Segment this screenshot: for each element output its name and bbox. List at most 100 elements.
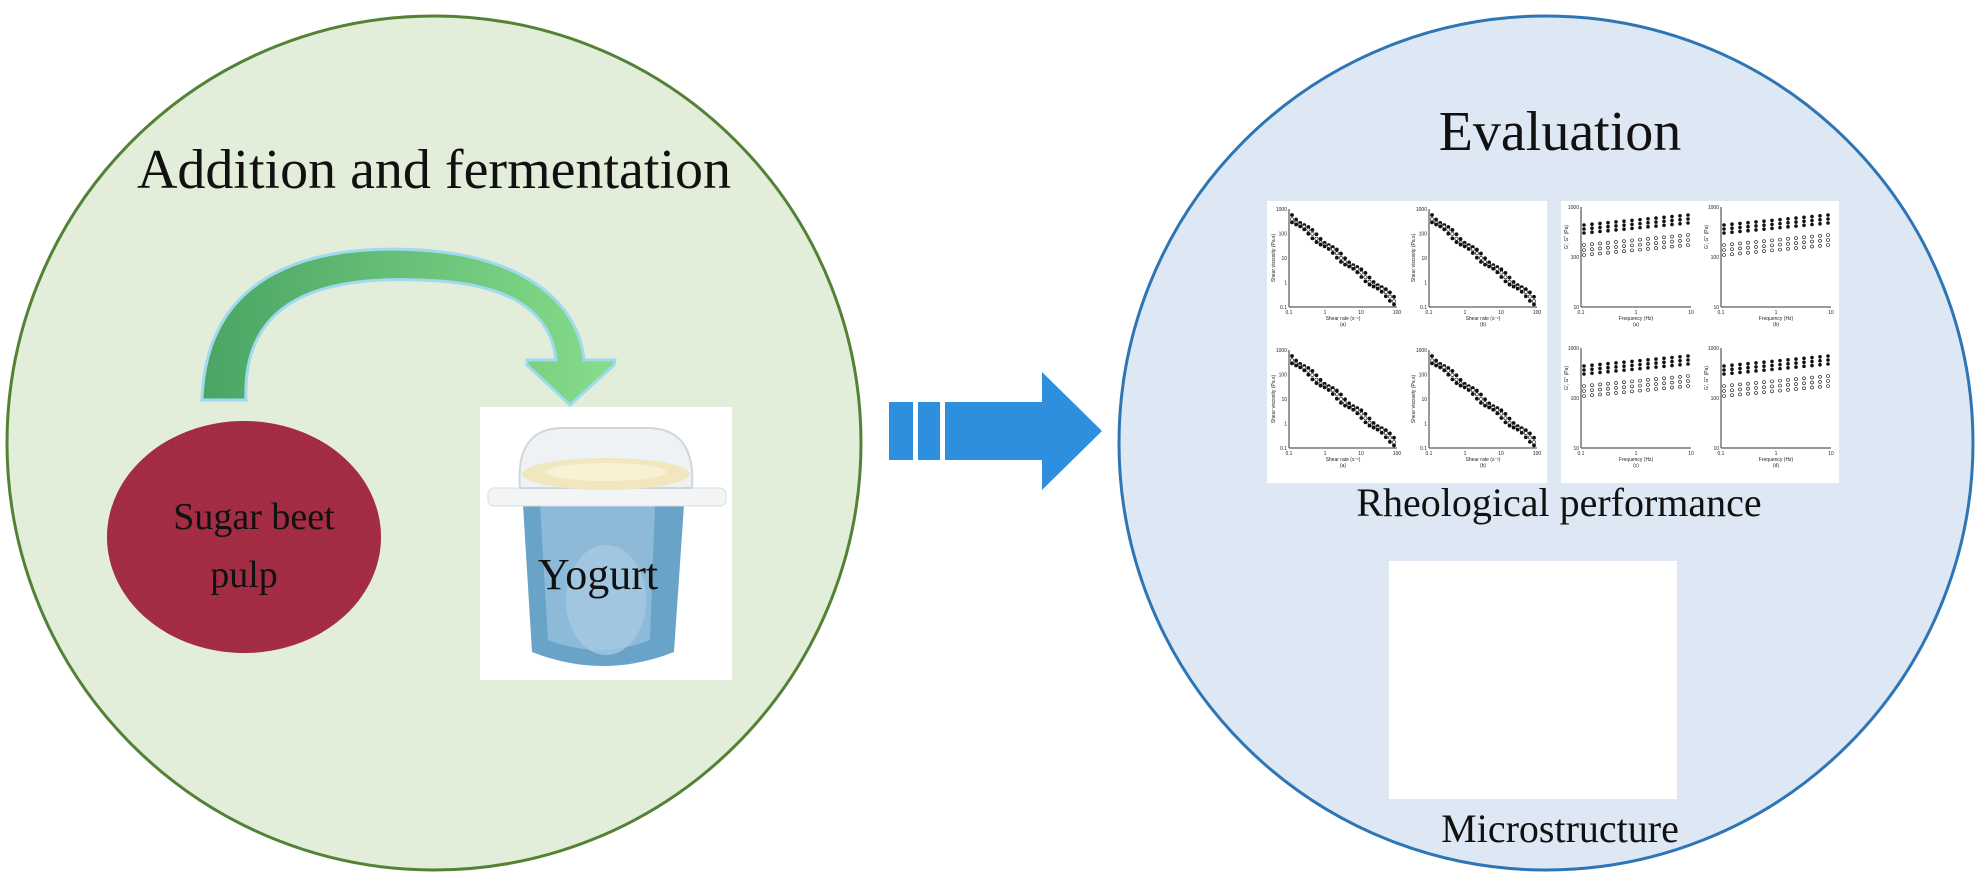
viscosity-data-point bbox=[1446, 231, 1451, 236]
viscosity-data-point bbox=[1355, 267, 1360, 271]
modulus-y-label: G′, G″ (Pa) bbox=[1704, 225, 1710, 249]
modulus-data-point bbox=[1622, 249, 1626, 253]
modulus-x-label: Frequency (Hz) bbox=[1759, 316, 1794, 322]
viscosity-data-point bbox=[1532, 302, 1536, 307]
modulus-data-point bbox=[1598, 370, 1602, 375]
viscosity-data-point bbox=[1434, 363, 1438, 368]
modulus-data-point bbox=[1746, 391, 1750, 396]
modulus-data-point bbox=[1646, 242, 1650, 246]
viscosity-data-point bbox=[1310, 373, 1315, 377]
modulus-data-point bbox=[1606, 224, 1610, 229]
viscosity-data-point bbox=[1470, 251, 1475, 255]
viscosity-data-point bbox=[1479, 256, 1483, 260]
viscosity-data-point bbox=[1367, 275, 1372, 280]
modulus-data-point bbox=[1670, 239, 1674, 244]
viscosity-data-point bbox=[1302, 368, 1307, 373]
modulus-data-point bbox=[1606, 381, 1610, 386]
viscosity-data-point bbox=[1310, 236, 1315, 241]
modulus-data-point bbox=[1826, 354, 1830, 358]
rheology-label: Rheological performance bbox=[1356, 480, 1761, 525]
viscosity-data-point bbox=[1532, 440, 1536, 445]
modulus-data-point bbox=[1802, 245, 1806, 250]
modulus-data-point bbox=[1754, 361, 1758, 365]
viscosity-x-tick: 10 bbox=[1498, 451, 1504, 457]
viscosity-data-point bbox=[1334, 388, 1339, 393]
viscosity-y-tick: 1 bbox=[1424, 281, 1427, 287]
modulus-data-point bbox=[1762, 368, 1766, 372]
viscosity-x-label: Shear rate (s⁻¹) bbox=[1466, 457, 1501, 463]
modulus-data-point bbox=[1770, 379, 1774, 384]
viscosity-y-tick: 10 bbox=[1421, 256, 1427, 262]
modulus-data-point bbox=[1810, 385, 1814, 390]
viscosity-data-point bbox=[1507, 282, 1512, 287]
modulus-data-point bbox=[1746, 386, 1750, 391]
viscosity-data-point bbox=[1359, 411, 1364, 416]
modulus-data-point bbox=[1770, 218, 1774, 223]
modulus-data-point bbox=[1770, 367, 1774, 372]
modulus-data-point bbox=[1678, 233, 1682, 238]
viscosity-data-point bbox=[1454, 240, 1459, 245]
viscosity-data-point bbox=[1479, 397, 1483, 401]
modulus-x-label: Frequency (Hz) bbox=[1619, 457, 1654, 463]
center-arrow bbox=[889, 372, 1102, 490]
modulus-data-point bbox=[1754, 228, 1758, 232]
modulus-data-point bbox=[1826, 243, 1830, 247]
viscosity-data-point bbox=[1507, 423, 1512, 428]
viscosity-data-point bbox=[1495, 408, 1500, 412]
viscosity-data-point bbox=[1454, 377, 1459, 382]
modulus-data-point bbox=[1730, 388, 1734, 393]
modulus-data-point bbox=[1754, 224, 1758, 228]
modulus-data-point bbox=[1794, 382, 1798, 386]
modulus-data-point bbox=[1810, 214, 1814, 219]
modulus-data-point bbox=[1678, 384, 1682, 389]
modulus-data-point bbox=[1670, 218, 1674, 223]
viscosity-data-point bbox=[1347, 405, 1352, 410]
viscosity-data-point bbox=[1446, 372, 1451, 377]
viscosity-data-point bbox=[1483, 256, 1487, 261]
viscosity-data-point bbox=[1343, 256, 1347, 261]
modulus-data-point bbox=[1630, 363, 1634, 368]
modulus-data-point bbox=[1654, 220, 1658, 224]
modulus-data-point bbox=[1590, 252, 1594, 257]
viscosity-data-point bbox=[1523, 435, 1528, 440]
modulus-data-point bbox=[1630, 238, 1634, 243]
modulus-data-point bbox=[1746, 245, 1750, 250]
viscosity-data-point bbox=[1507, 275, 1512, 280]
modulus-data-point bbox=[1662, 376, 1666, 381]
modulus-data-point bbox=[1730, 252, 1734, 257]
modulus-y-tick: 1000 bbox=[1708, 346, 1719, 352]
viscosity-data-point bbox=[1470, 388, 1475, 393]
modulus-data-point bbox=[1730, 367, 1734, 372]
modulus-data-point bbox=[1818, 354, 1822, 359]
viscosity-data-point bbox=[1528, 435, 1532, 440]
modulus-data-point bbox=[1794, 357, 1798, 361]
modulus-data-point bbox=[1662, 381, 1666, 386]
modulus-data-point bbox=[1770, 226, 1774, 231]
viscosity-data-point bbox=[1470, 247, 1475, 252]
viscosity-data-point bbox=[1388, 435, 1392, 440]
modulus-data-point bbox=[1590, 242, 1594, 247]
viscosity-data-point bbox=[1511, 425, 1516, 430]
viscosity-data-point bbox=[1290, 361, 1294, 366]
viscosity-data-point bbox=[1383, 431, 1388, 435]
viscosity-data-point bbox=[1355, 270, 1360, 275]
modulus-data-point bbox=[1646, 247, 1650, 251]
modulus-x-tick: 0.1 bbox=[1578, 451, 1585, 457]
viscosity-data-point bbox=[1430, 354, 1434, 358]
modulus-data-point bbox=[1638, 358, 1642, 363]
modulus-data-point bbox=[1670, 244, 1674, 249]
modulus-data-point bbox=[1754, 391, 1758, 395]
modulus-x-tick: 10 bbox=[1688, 451, 1694, 457]
viscosity-y-tick: 1 bbox=[1284, 422, 1287, 428]
viscosity-data-point bbox=[1503, 412, 1508, 416]
modulus-data-point bbox=[1762, 239, 1766, 243]
rheology-figure-viscosity bbox=[1267, 201, 1547, 483]
viscosity-data-point bbox=[1392, 435, 1396, 440]
modulus-y-tick: 10 bbox=[1573, 305, 1579, 311]
viscosity-y-tick: 100 bbox=[1419, 232, 1428, 238]
viscosity-data-point bbox=[1466, 247, 1471, 251]
modulus-y-label: G′, G″ (Pa) bbox=[1564, 366, 1570, 390]
